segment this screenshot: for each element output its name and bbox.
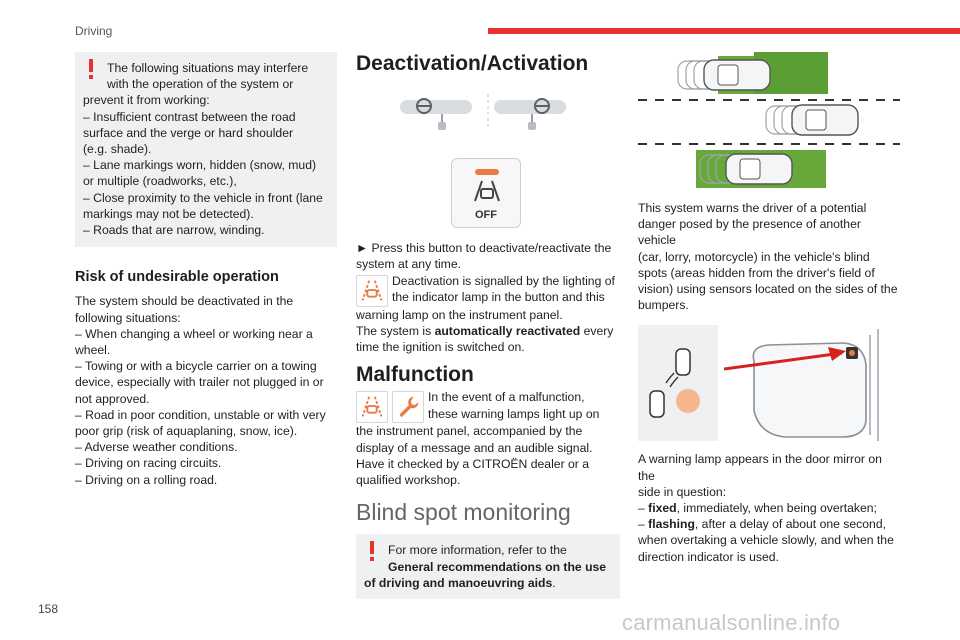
blind-spot-heading: Blind spot monitoring: [356, 499, 571, 526]
malf-line: the instrument panel, accompanied by the: [356, 424, 583, 439]
risk-line: wheel.: [75, 343, 111, 358]
note-line: prevent it from working:: [83, 93, 210, 108]
exclamation-icon: [89, 59, 93, 79]
fixed-bold: fixed: [648, 501, 677, 516]
malfunction-text: the instrument panel, accompanied by the…: [356, 423, 620, 488]
lamp-line: side in question:: [638, 484, 727, 499]
auto-post: every: [580, 323, 614, 338]
indicator-lamp: [475, 169, 499, 176]
exclamation-icon: [370, 541, 374, 562]
lane-warning-icon: [356, 391, 388, 424]
note-lead-line: with the operation of the system or: [107, 77, 294, 92]
signal-line: the indicator lamp in the button and thi…: [392, 289, 605, 304]
note-line: – Insufficient contrast between the road: [83, 109, 296, 124]
malf-line: display of a message and an audible sign…: [356, 440, 593, 455]
risk-line: not approved.: [75, 391, 150, 406]
intro-line: (car, lorry, motorcycle) in the vehicle'…: [638, 249, 870, 264]
risk-line: The system should be deactivated in the: [75, 294, 294, 309]
deactivation-heading: Deactivation/Activation: [356, 52, 589, 75]
note-bold-line: General recommendations on the use: [364, 559, 612, 575]
intro-line: This system warns the driver of a potent…: [638, 201, 867, 215]
note-bold-line-2: of driving and manoeuvring aids.: [364, 575, 612, 591]
risk-line: – Road in poor condition, unstable or wi…: [75, 407, 326, 422]
button-off-label: OFF: [475, 209, 497, 222]
risk-line: – Driving on racing circuits.: [75, 456, 222, 471]
note-line: – Close proximity to the vehicle in fron…: [83, 190, 323, 205]
intro-line: spots (areas hidden from the driver's fi…: [638, 265, 875, 280]
malf-line: qualified workshop.: [356, 473, 461, 488]
signal-line: Deactivation is signalled by the lightin…: [392, 273, 615, 288]
blind-spot-sensor-illustration: [638, 325, 718, 442]
mirror-illustrations: [638, 325, 900, 442]
risk-line: following situations:: [75, 310, 181, 325]
auto-tail: time the ignition is switched on.: [356, 340, 525, 355]
intro-line: vision) using sensors located on the sid…: [638, 282, 898, 297]
lane-warning-icon: [356, 274, 388, 307]
note-line: – Roads that are narrow, winding.: [83, 223, 265, 238]
info-note: For more information, refer to the Gener…: [356, 534, 620, 600]
flash-tail: direction indicator is used.: [638, 549, 779, 564]
signal-tail: warning lamp on the instrument panel.: [356, 307, 563, 322]
mirror-lamp-text: A warning lamp appears in the door mirro…: [638, 451, 900, 564]
risk-line: – Adverse weather conditions.: [75, 440, 238, 455]
note-line: (e.g. shade).: [83, 142, 152, 157]
note-lead: For more information, refer to the: [388, 543, 567, 558]
column-right: This system warns the driver of a potent…: [638, 52, 900, 565]
malf-lead-line: In the event of a malfunction,: [428, 390, 585, 405]
deactivation-signal: Deactivation is signalled by the lightin…: [356, 273, 620, 307]
header-accent-bar: [488, 28, 960, 34]
risk-line: – Towing or with a bicycle carrier on a …: [75, 359, 317, 374]
lane-assist-off-button[interactable]: OFF: [451, 158, 521, 229]
flash-line: – flashing, after a delay of about one s…: [638, 517, 886, 532]
header-section-title: Driving: [75, 24, 113, 38]
press-instruction: ► Press this button to deactivate/reacti…: [356, 240, 620, 272]
steering-wheel-stalks-illustration: [400, 94, 566, 131]
note-line: – Lane markings worn, hidden (snow, mud): [83, 158, 317, 173]
auto-reactivation: The system is automatically reactivated …: [356, 323, 620, 339]
risk-line: poor grip (risk of aquaplaning, snow, ic…: [75, 424, 298, 439]
malf-lead-line: these warning lamps light up on: [428, 406, 600, 421]
risk-text: The system should be deactivated in the …: [75, 293, 337, 487]
wrench-icon: [392, 391, 424, 424]
press-line: ► Press this button to deactivate/reacti…: [356, 241, 612, 256]
note-bold-1: General recommendations on the use: [388, 559, 607, 574]
fixed-line: – fixed, immediately, when being overtak…: [638, 501, 877, 516]
malfunction-lead: In the event of a malfunction, these war…: [356, 389, 620, 424]
flash-tail: when overtaking a vehicle slowly, and wh…: [638, 533, 894, 548]
bsm-intro: This system warns the driver of a potent…: [638, 200, 900, 313]
risk-line: – When changing a wheel or working near …: [75, 326, 313, 341]
fixed-rest: , immediately, when being overtaken;: [676, 501, 877, 516]
lane-car-icon: [474, 180, 500, 202]
risk-line: device, especially with trailer not plug…: [75, 375, 324, 390]
column-left: The following situations may interfere w…: [75, 52, 337, 488]
note-bold-2: of driving and manoeuvring aids: [364, 575, 553, 590]
door-mirror-warning-illustration: [724, 325, 894, 442]
auto-bold: automatically reactivated: [434, 323, 581, 338]
page-number: 158: [38, 602, 59, 616]
lamp-line: A warning lamp appears in the door mirro…: [638, 452, 882, 483]
intro-line: bumpers.: [638, 298, 689, 313]
auto-pre: The system is: [356, 323, 435, 338]
warning-note: The following situations may interfere w…: [75, 52, 337, 248]
flash-rest: , after a delay of about one second,: [694, 517, 886, 532]
note-line: surface and the verge or hard shoulder: [83, 125, 294, 140]
intro-line: danger posed by the presence of another …: [638, 217, 861, 248]
press-line: system at any time.: [356, 257, 461, 272]
note-line: or multiple (roadworks, etc.),: [83, 174, 237, 189]
blind-spot-traffic-illustration: [638, 52, 900, 188]
watermark: carmanualsonline.info: [622, 610, 841, 635]
note-end: .: [552, 575, 556, 590]
malfunction-heading: Malfunction: [356, 363, 474, 387]
note-lead-line: The following situations may interfere: [107, 61, 309, 75]
risk-line: – Driving on a rolling road.: [75, 472, 218, 487]
note-line: markings may not be detected).: [83, 206, 254, 221]
risk-heading: Risk of undesirable operation: [75, 269, 279, 286]
column-middle: Deactivation/Activation OFF ► Press this…: [356, 52, 620, 600]
malf-line: Have it checked by a CITROËN dealer or a: [356, 456, 590, 471]
flash-bold: flashing: [648, 517, 695, 532]
